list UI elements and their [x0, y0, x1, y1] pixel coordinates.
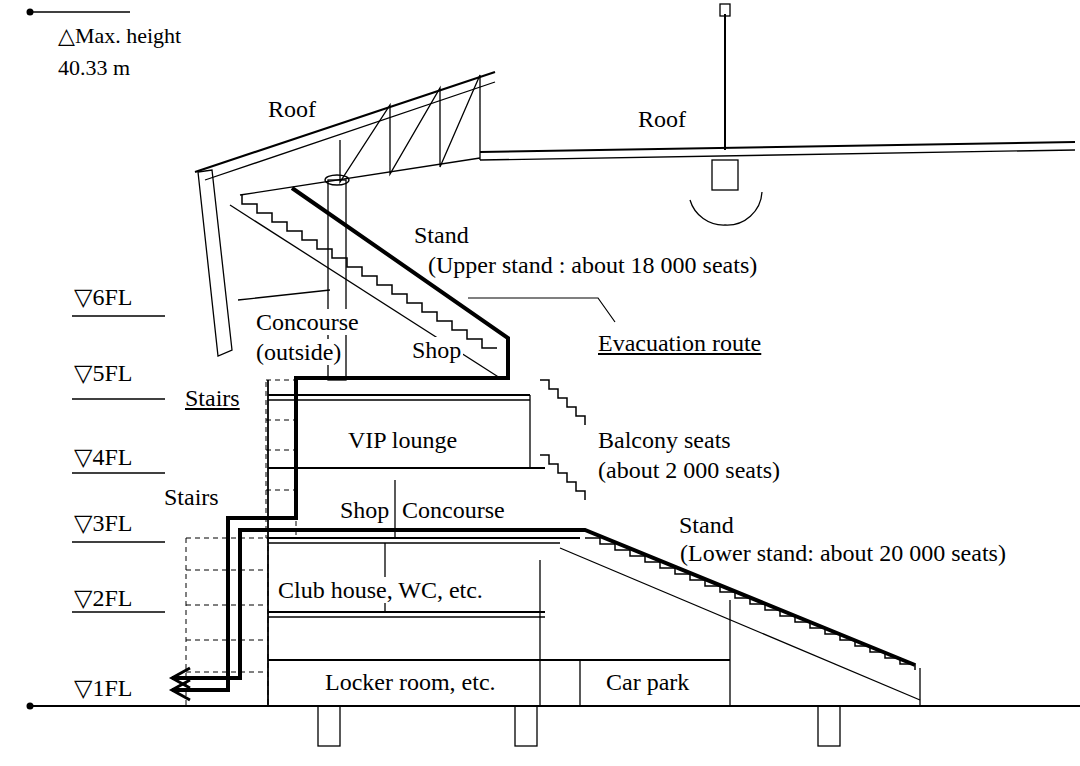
area-label: Shop	[338, 497, 391, 523]
roof-label: Roof	[266, 96, 318, 122]
floor-level: ▽5FL	[72, 360, 134, 386]
floor-level: ▽3FL	[72, 510, 134, 536]
room-label: VIP lounge	[346, 427, 459, 453]
route-label: Evacuation route	[596, 330, 763, 356]
area-label: Concourse	[400, 497, 507, 523]
stand-label: Stand	[677, 512, 736, 538]
room-label: Club house, WC, etc.	[276, 577, 485, 603]
area-label: Concourse	[254, 309, 361, 335]
stand-label: Stand	[412, 222, 471, 248]
seat-count: (Upper stand : about 18 000 seats)	[426, 252, 759, 278]
seat-count: (about 2 000 seats)	[596, 457, 782, 483]
room-label: Car park	[604, 669, 691, 695]
floor-level: ▽2FL	[72, 585, 134, 611]
floor-level: ▽4FL	[72, 444, 134, 470]
height-note: △Max. height 40.33 m	[56, 20, 230, 84]
seat-count: (Lower stand: about 20 000 seats)	[678, 540, 1008, 566]
roof-label: Roof	[636, 106, 688, 132]
area-label: Shop	[410, 337, 463, 363]
floor-level: ▽6FL	[72, 284, 134, 310]
stand-label: Balcony seats	[596, 427, 733, 453]
room-label: Locker room, etc.	[323, 669, 498, 695]
area-label: (outside)	[254, 339, 343, 365]
stairs-label: Stairs	[162, 484, 221, 510]
stairs-label: Stairs	[183, 385, 242, 411]
floor-level: ▽1FL	[72, 675, 134, 701]
